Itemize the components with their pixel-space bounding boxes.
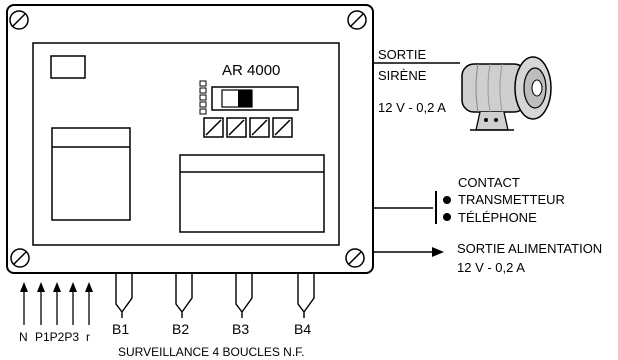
siren-title-line2: SIRÈNE: [378, 68, 427, 83]
contact-label-line1: CONTACT: [458, 175, 520, 190]
input-label-p: P1P2P3: [35, 330, 79, 344]
transmitter-contact: CONTACT TRANSMETTEUR TÉLÉPHONE: [373, 175, 565, 225]
arrow-up-icon: [20, 282, 28, 325]
siren-rating: 12 V - 0,2 A: [378, 100, 446, 115]
loop-connector-b2: [175, 273, 193, 318]
power-output-rating: 12 V - 0,2 A: [457, 260, 525, 275]
arrow-up-icon: [69, 282, 77, 325]
contact-terminal-lower: [443, 213, 451, 221]
screw-icon-top-left: [9, 10, 29, 30]
loop-label-b4: B4: [294, 321, 311, 337]
led-column: [199, 80, 207, 115]
loop-label-b2: B2: [172, 321, 189, 337]
screw-icon-top-right: [347, 10, 367, 30]
dip-switches: [203, 117, 293, 138]
loop-connector-b1: [115, 273, 133, 318]
input-label-r: r: [86, 330, 90, 344]
input-arrows: N P1P2P3 r: [19, 282, 93, 344]
terminal-block: [179, 154, 325, 233]
arrow-up-icon: [85, 282, 93, 325]
arrow-up-icon: [53, 282, 61, 325]
loop-label-b3: B3: [232, 321, 249, 337]
loop-connector-b4: [297, 273, 315, 318]
contact-label-line3: TÉLÉPHONE: [458, 210, 537, 225]
contact-label-line2: TRANSMETTEUR: [458, 192, 565, 207]
contact-terminal-upper: [443, 196, 451, 204]
input-label-n: N: [19, 330, 28, 344]
battery-compartment: [51, 127, 131, 221]
model-label: AR 4000: [222, 62, 280, 79]
enclosure: [6, 4, 374, 274]
loop-connectors: B1 B2 B3 B4 SURVEILLANCE 4 BOUCLES N.F.: [112, 273, 315, 359]
siren-output: SORTIE SIRÈNE 12 V - 0,2 A: [373, 47, 460, 115]
siren-title-line1: SORTIE: [378, 47, 426, 62]
screw-icon-bottom-right: [345, 248, 365, 268]
arrow-right-icon: [432, 247, 444, 257]
front-panel: AR 4000: [32, 42, 340, 246]
key-switch: [211, 86, 299, 111]
siren-icon: [461, 56, 552, 131]
arrow-up-icon: [37, 282, 45, 325]
loop-connector-b3: [235, 273, 253, 318]
power-output-title: SORTIE ALIMENTATION: [457, 241, 602, 256]
loop-label-b1: B1: [112, 321, 129, 337]
indicator-window: [50, 55, 86, 79]
screw-icon-bottom-left: [10, 248, 30, 268]
power-output: SORTIE ALIMENTATION 12 V - 0,2 A: [373, 241, 602, 275]
loops-caption: SURVEILLANCE 4 BOUCLES N.F.: [118, 345, 305, 359]
